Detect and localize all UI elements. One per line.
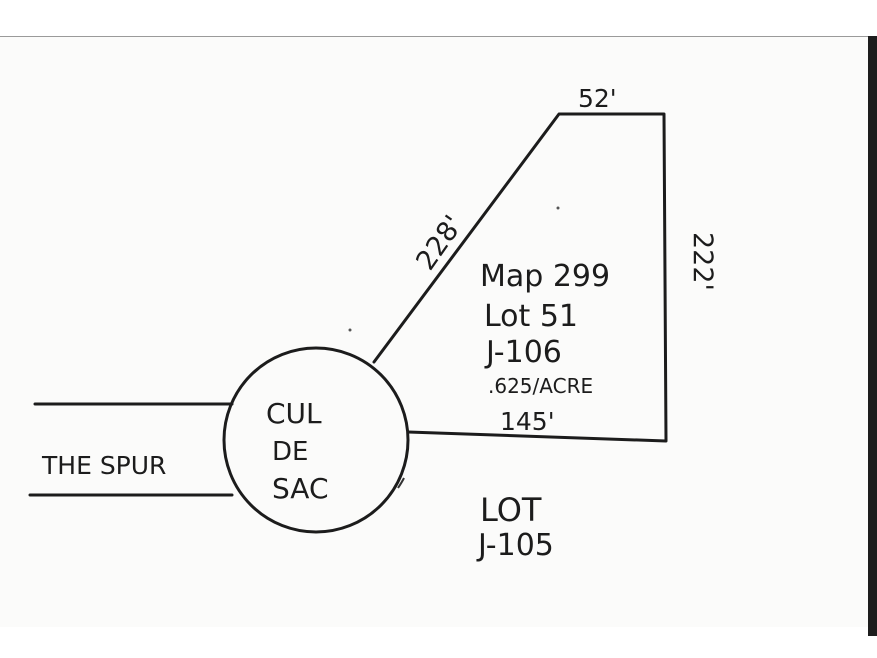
neighbor-lot-id: J-105 <box>476 528 554 563</box>
paper-sheet <box>0 36 868 627</box>
road-name-label: THE SPUR <box>41 451 166 480</box>
top-side-dimension: 52' <box>578 84 617 113</box>
page-edge-shadow <box>868 36 877 636</box>
left-side-dimension: 228' <box>410 210 469 276</box>
bottom-side-dimension: 145' <box>500 407 555 436</box>
parcel-acreage: .625/ACRE <box>488 374 593 398</box>
pencil-dot <box>348 328 352 332</box>
cul-de-sac-label-line1: CUL <box>266 397 322 430</box>
right-side-dimension: 222' <box>687 232 718 291</box>
pencil-dot <box>556 206 560 210</box>
parcel-lot-number: Lot 51 <box>484 299 578 334</box>
cul-de-sac-circle <box>222 346 410 534</box>
parcel-map-number: Map 299 <box>480 259 610 294</box>
parcel-id: J-106 <box>484 335 562 370</box>
pencil-mark <box>397 477 405 489</box>
parcel-boundary <box>372 112 668 443</box>
neighbor-lot-label: LOT <box>480 491 542 529</box>
cul-de-sac-label-line2: DE <box>272 437 308 467</box>
cul-de-sac-label-line3: SAC <box>272 472 329 505</box>
